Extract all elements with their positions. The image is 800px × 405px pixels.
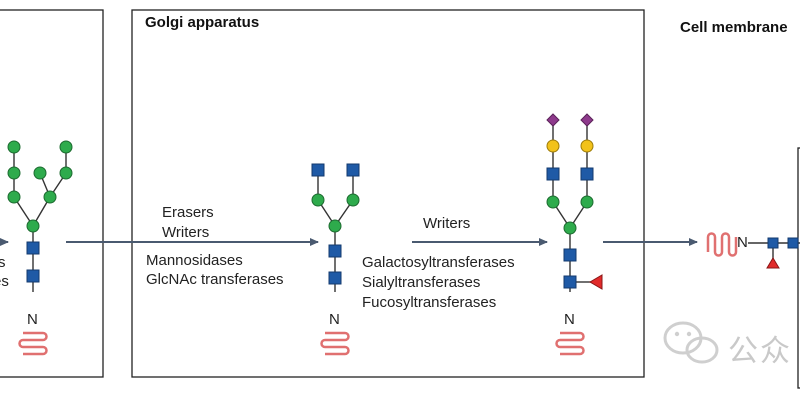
glcnac-icon [787, 237, 799, 249]
sialic-acid-icon [580, 113, 594, 127]
glcnac-icon [563, 275, 577, 289]
step2-label-writers: Writers [423, 215, 471, 232]
galactose-icon [546, 139, 560, 153]
mannose-icon [563, 221, 577, 235]
glcnac-icon [580, 167, 594, 181]
er-panel-box [0, 9, 104, 378]
galactose-icon [580, 139, 594, 153]
mannose-icon [59, 140, 73, 154]
sialic-acid-icon [546, 113, 560, 127]
watermark-logo-icon [663, 321, 719, 364]
mannose-icon [546, 195, 560, 209]
watermark-text: 公众 [728, 335, 792, 368]
step2-label-fucosyltransferases: Fucosyltransferases [362, 294, 497, 311]
mannose-icon [7, 140, 21, 154]
mannose-icon [43, 190, 57, 204]
membrane-panel-box [797, 147, 800, 389]
mannose-icon [26, 219, 40, 233]
membrane-panel-title: Cell membrane [680, 19, 788, 36]
step2-label-sialyltransferases: Sialyltransferases [362, 274, 481, 291]
glcnac-icon [26, 269, 40, 283]
n-terminus-label: N [329, 311, 340, 328]
glcnac-icon [311, 163, 325, 177]
er-partial-label: es [0, 273, 9, 290]
glycan-complex-sialylated [546, 113, 603, 356]
fucose-icon [589, 274, 603, 290]
protein-icon [18, 331, 48, 356]
mannose-icon [328, 219, 342, 233]
step1-label-erasers: Erasers [162, 204, 214, 221]
mannose-icon [7, 190, 21, 204]
glcnac-icon [546, 167, 560, 181]
mannose-icon [346, 193, 360, 207]
step1-label-mannosidases: Mannosidases [146, 252, 243, 269]
glcnac-icon [563, 248, 577, 262]
er-partial-label: s [0, 254, 6, 271]
step1-label-glcnac-transferases: GlcNAc transferases [146, 271, 284, 288]
golgi-panel-title: Golgi apparatus [145, 14, 260, 31]
golgi-panel-box [131, 9, 645, 378]
protein-icon [555, 331, 585, 356]
glycan-glcnac-terminated [311, 163, 360, 356]
glycan-high-mannose [7, 140, 73, 356]
n-terminus-label: N [564, 311, 575, 328]
mannose-icon [33, 166, 47, 180]
glcnac-icon [346, 163, 360, 177]
fucose-icon [766, 257, 780, 269]
step2-label-galactosyltransferases: Galactosyltransferases [362, 254, 515, 271]
protein-icon [320, 331, 350, 356]
protein-icon [706, 232, 738, 257]
mannose-icon [7, 166, 21, 180]
membrane-glycoprotein [706, 232, 800, 269]
mannose-icon [580, 195, 594, 209]
glcnac-icon [26, 241, 40, 255]
step1-label-writers: Writers [162, 224, 210, 241]
n-terminus-label: N [27, 311, 38, 328]
n-terminus-label: N [737, 234, 748, 251]
glcnac-icon [328, 271, 342, 285]
glcnac-icon [767, 237, 779, 249]
mannose-icon [59, 166, 73, 180]
glcnac-icon [328, 244, 342, 258]
mannose-icon [311, 193, 325, 207]
